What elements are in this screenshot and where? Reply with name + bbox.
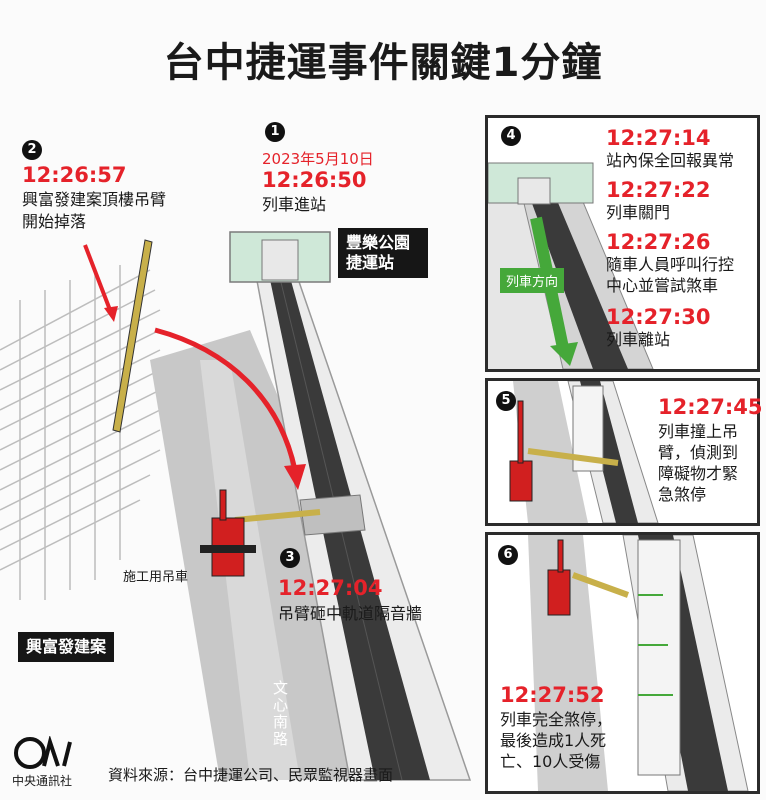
panel-5-desc-4: 急煞停 [658, 485, 707, 504]
crane-boom [234, 509, 321, 523]
panel-6: 6 12:27:52 列車完全煞停， 最後造成1人死 亡、10人受傷 [485, 532, 760, 794]
panel-5-badge: 5 [496, 391, 516, 411]
station-label-line-1: 豐樂公園 [346, 233, 411, 252]
road-label: 文心南路 [271, 680, 289, 748]
panel-4-desc-2: 列車關門 [606, 203, 671, 222]
station-label-line-2: 捷運站 [346, 253, 395, 272]
fall-arrow-2 [154, 327, 298, 471]
panel-4-time-4: 12:27:30 [606, 305, 711, 329]
panel-4-time-3: 12:27:26 [606, 230, 711, 254]
panel-6-illustration [528, 535, 749, 791]
panel-6-desc-1: 列車完全煞停， [500, 710, 613, 729]
panel-6-badge: 6 [498, 545, 518, 565]
fall-arrow-1-head [104, 306, 118, 322]
falling-crane-arm [112, 239, 153, 433]
road-lane [200, 360, 300, 780]
fall-arrow-2-head [284, 464, 306, 490]
crane-label: 施工用吊車 [123, 570, 189, 585]
station-label: 豐樂公園 捷運站 [338, 228, 428, 278]
fall-arrow-1 [83, 244, 112, 311]
panel-4-desc-1: 站內保全回報異常 [606, 151, 735, 170]
building-label: 興富發建案 [18, 632, 115, 662]
panel-4-time-1: 12:27:14 [606, 126, 711, 150]
event-3-badge: 3 [280, 548, 300, 568]
panel-5-desc-1: 列車撞上吊 [658, 422, 739, 441]
event-1-badge: 1 [265, 122, 285, 142]
panel-5-desc-2: 臂，偵測到 [658, 443, 739, 462]
panel-5-desc-3: 障礙物才緊 [658, 464, 739, 483]
event-3-desc: 吊臂砸中軌道隔音牆 [278, 604, 423, 623]
event-2-desc-line-1: 興富發建案頂樓吊臂 [22, 190, 167, 209]
panel-4-desc-3b: 中心並嘗試煞車 [606, 276, 719, 295]
panel-4-time-2: 12:27:22 [606, 178, 711, 202]
panel-4-desc-4: 列車離站 [606, 330, 671, 349]
event-2-badge: 2 [22, 140, 42, 160]
panel-5-illustration [509, 381, 659, 523]
event-1-time: 12:26:50 [262, 168, 367, 192]
page-title: 台中捷運事件關鍵1分鐘 [163, 40, 603, 86]
event-1-desc: 列車進站 [262, 195, 327, 214]
sound-barrier [299, 494, 366, 536]
cna-logo-text: 中央通訊社 [12, 774, 73, 788]
train-direction-label: 列車方向 [500, 268, 565, 293]
station-platform [261, 239, 299, 281]
event-3-time: 12:27:04 [278, 576, 383, 600]
event-2-desc-line-2: 開始掉落 [22, 212, 87, 231]
event-1-date: 2023年5月10日 [262, 150, 374, 168]
panel-5-time: 12:27:45 [658, 395, 763, 419]
event-2-time: 12:26:57 [22, 163, 127, 187]
cna-logo-icon [14, 736, 72, 769]
panel-5: 5 12:27:45 列車撞上吊 臂，偵測到 障礙物才緊 急煞停 [485, 378, 763, 526]
panel-6-desc-3: 亡、10人受傷 [500, 752, 601, 771]
panel-4-desc-3a: 隨車人員呼叫行控 [606, 255, 735, 274]
panel-6-time: 12:27:52 [500, 683, 605, 707]
panel-4-badge: 4 [501, 126, 521, 146]
main-illustration [0, 231, 472, 781]
panel-6-desc-2: 最後造成1人死 [500, 731, 607, 750]
source-credit: 資料來源：台中捷運公司、民眾監視器畫面 [108, 766, 394, 784]
construction-crane [200, 489, 256, 577]
panel-4: 4 12:27:14 站內保全回報異常 12:27:22 列車關門 12:27:… [485, 115, 760, 372]
